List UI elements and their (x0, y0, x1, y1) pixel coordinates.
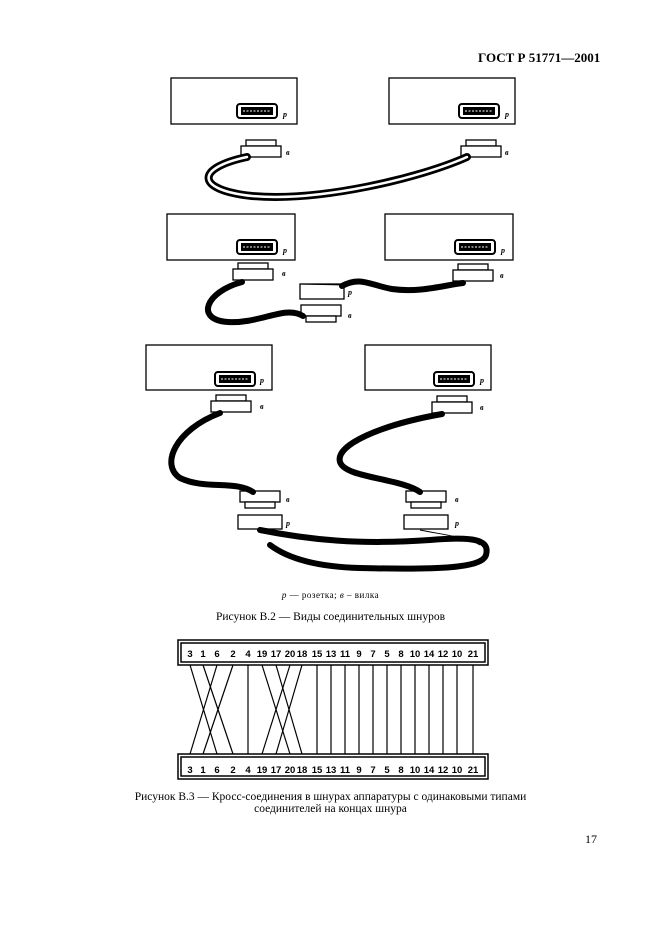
wire (275, 664, 303, 755)
pin-bottom: 2 (230, 765, 235, 776)
pin-top: 8 (398, 649, 403, 660)
svg-text:в: в (480, 403, 484, 412)
pin-bottom: 4 (245, 765, 251, 776)
pin-bottom: 19 (257, 765, 268, 776)
pin-bottom: 3 (187, 765, 192, 776)
pin-bottom: 10 (452, 765, 463, 776)
pin-bottom: 7 (370, 765, 375, 776)
connector-labels: р р в в р р в в р в р р в в в в р р (259, 110, 509, 528)
pin-top: 13 (326, 649, 337, 660)
pin-top: 10 (452, 649, 463, 660)
pin-top: 5 (384, 649, 390, 660)
svg-text:р: р (500, 246, 505, 255)
pin-top: 21 (468, 649, 479, 660)
pin-top: 7 (370, 649, 375, 660)
cable-assembly-3 (145, 344, 492, 572)
svg-text:в: в (455, 495, 459, 504)
svg-text:в: в (286, 148, 290, 157)
pin-top: 19 (257, 649, 268, 660)
wire (202, 664, 234, 755)
pin-top: 6 (214, 649, 219, 660)
svg-text:в: в (500, 271, 504, 280)
legend-plug-text: – вилка (344, 590, 380, 600)
svg-text:р: р (504, 110, 509, 119)
svg-text:р: р (259, 376, 264, 385)
legend: р — розетка; в – вилка (0, 590, 661, 600)
pin-bottom: 20 (285, 765, 296, 776)
svg-text:в: в (348, 311, 352, 320)
svg-text:р: р (282, 246, 287, 255)
wire (261, 664, 291, 755)
svg-text:р: р (347, 288, 352, 297)
pin-bottom: 13 (326, 765, 337, 776)
svg-text:в: в (286, 495, 290, 504)
pin-top: 17 (271, 649, 282, 660)
pin-bottom: 21 (468, 765, 479, 776)
cable-assembly-2 (166, 213, 514, 326)
pin-top: 2 (230, 649, 235, 660)
svg-text:р: р (479, 376, 484, 385)
pin-bottom: 9 (356, 765, 361, 776)
pin-bottom: 11 (340, 765, 351, 776)
pin-bottom: 8 (398, 765, 403, 776)
svg-text:в: в (260, 402, 264, 411)
document-header: ГОСТ Р 51771—2001 (478, 50, 601, 65)
pin-top: 12 (438, 649, 449, 660)
svg-text:р: р (282, 110, 287, 119)
pin-top: 4 (245, 649, 251, 660)
pin-bottom: 10 (410, 765, 421, 776)
pin-top: 1 (200, 649, 206, 660)
pin-bottom: 14 (424, 765, 435, 776)
svg-text:в: в (505, 148, 509, 157)
svg-text:в: в (282, 269, 286, 278)
pin-bottom: 6 (214, 765, 219, 776)
legend-plug-letter: в (339, 590, 345, 600)
pin-top: 3 (187, 649, 192, 660)
legend-socket-text: — розетка; (286, 590, 340, 600)
pin-top: 18 (297, 649, 308, 660)
svg-text:р: р (285, 519, 290, 528)
pin-bottom: 17 (271, 765, 282, 776)
pin-top: 10 (410, 649, 421, 660)
svg-text:р: р (454, 519, 459, 528)
wire (189, 664, 218, 755)
pin-top: 11 (340, 649, 351, 660)
figure-b2-caption: Рисунок В.2 — Виды соединительных шнуров (215, 611, 445, 623)
page-number: 17 (585, 832, 597, 846)
figure-b3-caption-line2: соединителей на концах шнура (254, 803, 407, 815)
pin-bottom: 5 (384, 765, 390, 776)
pin-top: 14 (424, 649, 435, 660)
pin-bottom: 15 (312, 765, 323, 776)
pin-top: 15 (312, 649, 323, 660)
figure-b3-caption: Рисунок В.3 — Кросс-соединения в шнурах … (0, 791, 661, 815)
pin-bottom: 18 (297, 765, 308, 776)
pin-bottom: 1 (200, 765, 206, 776)
pin-bottom: 12 (438, 765, 449, 776)
legend-socket-letter: р (281, 590, 287, 600)
cable-assembly-1 (170, 77, 516, 201)
figure-b3-caption-line1: Рисунок В.3 — Кросс-соединения в шнурах … (134, 791, 527, 803)
pin-top: 20 (285, 649, 296, 660)
pin-top: 9 (356, 649, 361, 660)
